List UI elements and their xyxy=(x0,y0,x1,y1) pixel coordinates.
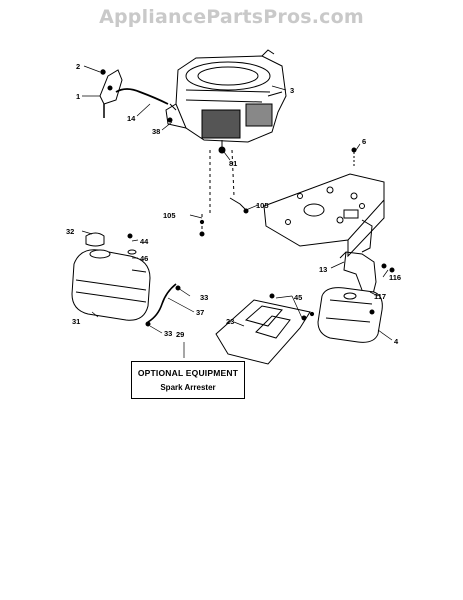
optional-equipment-title: OPTIONAL EQUIPMENT xyxy=(137,368,239,378)
engine-assembly xyxy=(165,49,287,154)
optional-equipment-box: OPTIONAL EQUIPMENT Spark Arrester xyxy=(131,361,245,399)
watermark-text: AppliancePartsPros.com xyxy=(99,6,364,28)
callout-117: 117 xyxy=(374,292,386,301)
callout-33a: 33 xyxy=(200,293,208,302)
callout-105b: 105 xyxy=(256,201,269,210)
callout-3: 3 xyxy=(290,86,294,95)
callout-6: 6 xyxy=(362,137,366,146)
callout-13: 13 xyxy=(319,265,327,274)
leader-lines xyxy=(81,65,393,358)
callout-116: 116 xyxy=(389,273,401,282)
callout-31: 31 xyxy=(72,317,80,326)
muffler xyxy=(317,287,383,343)
callout-38: 38 xyxy=(152,127,160,136)
spark-arrester-label: Spark Arrester xyxy=(160,383,216,392)
callout-23: 23 xyxy=(226,317,234,326)
callout-29: 29 xyxy=(176,330,184,339)
callout-14: 14 xyxy=(127,114,136,123)
throttle-control xyxy=(99,69,177,123)
callout-44: 44 xyxy=(140,237,149,246)
fuel-tank xyxy=(71,232,151,321)
callout-1: 1 xyxy=(76,92,80,101)
engine-bolts xyxy=(199,149,249,237)
callout-2: 2 xyxy=(76,62,80,71)
callout-37: 37 xyxy=(196,308,204,317)
fuel-line xyxy=(145,283,181,327)
callout-81: 81 xyxy=(229,159,237,168)
callout-46: 46 xyxy=(140,254,148,263)
callout-33b: 33 xyxy=(164,329,172,338)
callout-45: 45 xyxy=(294,293,302,302)
callout-105a: 105 xyxy=(163,211,176,220)
callout-4: 4 xyxy=(394,337,399,346)
callout-32: 32 xyxy=(66,227,74,236)
heat-shield xyxy=(215,293,315,365)
mounting-plate xyxy=(263,147,385,258)
callout-labels: 1 2 3 4 6 13 14 23 29 31 32 33 33 37 38 … xyxy=(66,62,401,346)
